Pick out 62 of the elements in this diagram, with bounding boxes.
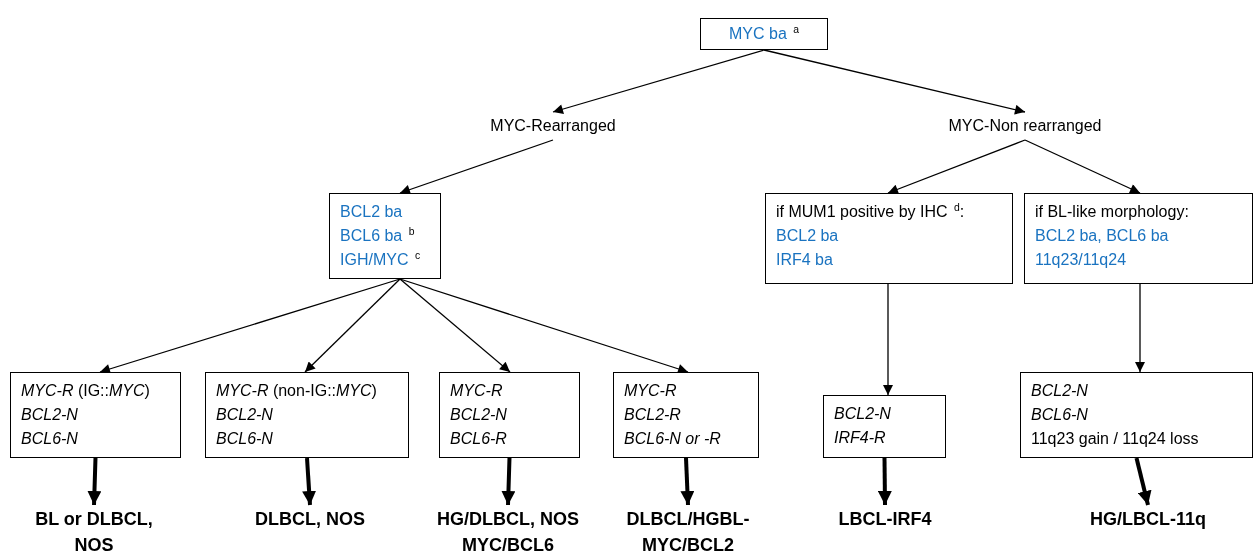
branch-label: MYC-Non rearranged [925,112,1125,140]
test-box [329,193,441,279]
diagnosis-label: BL or DLBCL, NOS [14,505,174,559]
arrow [302,457,317,506]
result-text: BCL6-N [216,429,273,449]
arrow [763,49,1026,115]
arrow [304,278,401,373]
arrow [501,457,516,506]
result-text: BCL2-N [1031,381,1088,401]
test-text: MYC ba $^{a}$ [729,23,799,44]
test-text: BCL2 ba, BCL6 ba [1035,226,1169,246]
result-text: BCL2-N [450,405,507,425]
arrow [883,283,893,396]
result-text: BCL6-N [1031,405,1088,425]
diagnosis-label: DLBCL/HGBL-MYC/BCL2 [598,505,778,559]
result-text: BCL2-N [834,404,891,424]
result-box [10,372,181,458]
result-text: BCL2-N [216,405,273,425]
result-text: 11q23 gain / 11q24 loss [1031,429,1199,449]
diagnosis-label: DLBCL, NOS [240,505,380,533]
arrow [552,49,765,114]
arrow [87,457,102,506]
result-box [205,372,409,458]
result-text: BCL6-N or -R [624,429,721,449]
arrow [887,139,1026,195]
result-box [613,372,759,458]
result-text: if BL-like morphology: [1035,202,1189,222]
arrow [399,139,554,195]
result-text: IRF4-R [834,428,886,448]
arrow [680,457,695,506]
branch-label: MYC-Rearranged [453,112,653,140]
result-text: BCL6-R [450,429,507,449]
arrow [1024,139,1141,194]
diagnosis-label: LBCL-IRF4 [810,505,960,533]
result-text: MYC-R (non-IG::MYC) [216,381,377,401]
test-box [1024,193,1253,284]
arrow [399,278,511,373]
test-text: BCL6 ba $^{b}$ [340,225,415,246]
arrow [1134,457,1152,506]
result-text: BCL2-R [624,405,681,425]
result-box [439,372,580,458]
diagnosis-label: HG/DLBCL, NOS MYC/BCL6 [418,505,598,559]
arrow [399,278,689,374]
result-box [1020,372,1253,458]
test-text: BCL2 ba [776,226,839,246]
arrow [877,457,892,506]
test-box [765,193,1013,284]
result-text: if MUM1 positive by IHC $^{d}$: [776,201,965,222]
result-text: BCL6-N [21,429,78,449]
result-box [823,395,946,458]
arrow [1135,283,1145,373]
test-text: IRF4 ba [776,250,833,270]
test-text: 11q23/11q24 [1035,250,1127,270]
diagnosis-label: HG/LBCL-11q [1060,505,1236,533]
arrow [99,278,401,374]
result-text: MYC-R [624,381,677,401]
test-text: BCL2 ba [340,202,403,222]
result-text: MYC-R (IG::MYC) [21,381,150,401]
result-text: MYC-R [450,381,503,401]
test-text: IGH/MYC $^{c}$ [340,249,421,270]
result-text: BCL2-N [21,405,78,425]
test-box [700,18,828,50]
